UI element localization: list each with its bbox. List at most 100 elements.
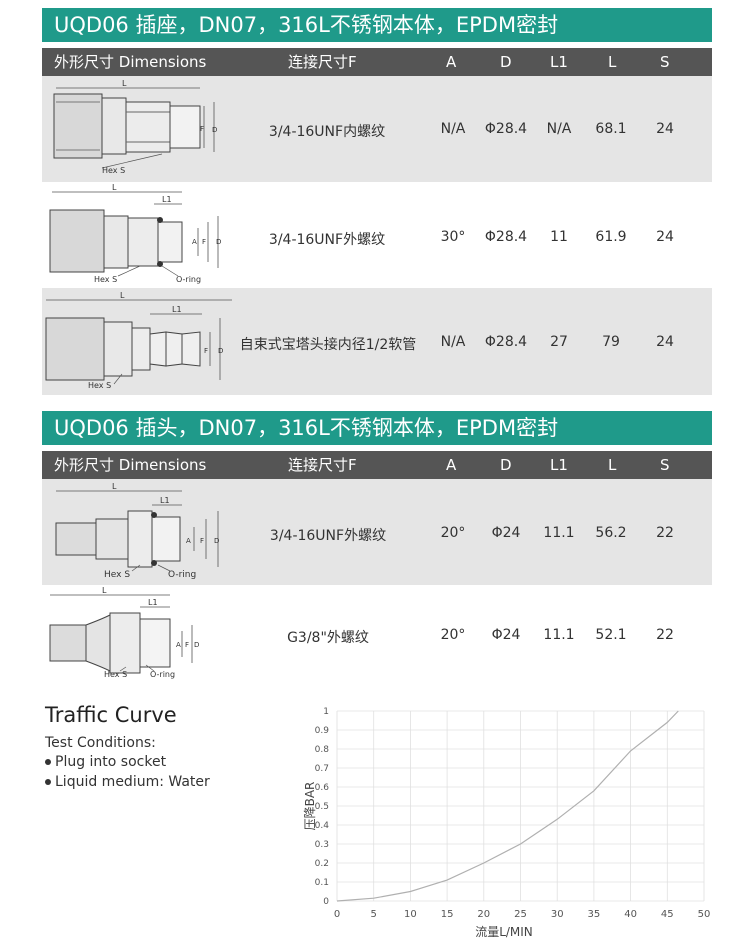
svg-text:L1: L1	[172, 305, 182, 314]
cell-s: 22	[656, 627, 674, 643]
svg-text:L: L	[102, 586, 107, 595]
bullet-icon	[45, 779, 51, 785]
svg-text:A: A	[186, 537, 191, 545]
socket-external-thread-diagram: L L1 A F D Hex S O-ring	[49, 183, 221, 284]
header-dimensions: 外形尺寸 Dimensions	[54, 53, 207, 71]
cell-d: Φ28.4	[484, 334, 528, 350]
svg-text:F: F	[200, 537, 204, 545]
y-tick-label: 0.4	[315, 821, 330, 831]
header-l: L	[608, 53, 617, 71]
plug-g-thread-diagram: L L1 A F D Hex S O-ring	[49, 586, 199, 679]
cell-l: 68.1	[595, 121, 627, 137]
y-tick-label: 0.9	[315, 726, 330, 736]
header-dimensions: 外形尺寸 Dimensions	[54, 456, 207, 474]
x-tick-label: 5	[371, 909, 377, 920]
cell-l1: N/A	[546, 121, 572, 137]
svg-text:D: D	[216, 238, 221, 246]
bullet-icon	[45, 759, 51, 765]
conditions-label: Test Conditions:	[45, 735, 156, 751]
y-tick-label: 0.8	[315, 745, 330, 755]
y-tick-label: 0.5	[315, 802, 329, 812]
cell-l1: 11	[550, 229, 568, 245]
y-tick-label: 0.2	[315, 859, 329, 869]
section2-title: UQD06 插头，DN07，316L不锈钢本体，EPDM密封	[42, 411, 712, 445]
header-f: 连接尺寸F	[288, 456, 357, 474]
svg-text:L: L	[112, 482, 117, 491]
x-tick-label: 15	[441, 909, 454, 920]
svg-text:D: D	[214, 537, 219, 545]
section1-header: 外形尺寸 Dimensions 连接尺寸F A D L1 L S	[42, 48, 712, 76]
cell-d: Φ28.4	[484, 121, 528, 137]
y-tick-label: 0	[323, 897, 329, 907]
header-f: 连接尺寸F	[288, 53, 357, 71]
y-tick-label: 0.7	[315, 764, 329, 774]
x-axis-label: 流量L/MIN	[475, 925, 533, 939]
svg-text:A: A	[176, 641, 181, 649]
svg-text:F: F	[202, 238, 206, 246]
x-tick-label: 40	[624, 909, 637, 920]
cell-s: 24	[656, 229, 674, 245]
socket-hose-barb-diagram: L L1 F D Hex S	[45, 291, 232, 390]
cell-s: 24	[656, 121, 674, 137]
cell-d: Φ28.4	[484, 229, 528, 245]
cell-f: G3/8"外螺纹	[287, 630, 369, 646]
section1-title: UQD06 插座，DN07，316L不锈钢本体，EPDM密封	[42, 8, 712, 42]
cell-f: 自束式宝塔头接内径1/2软管	[239, 337, 417, 353]
svg-text:L1: L1	[148, 598, 158, 607]
condition-item: Liquid medium: Water	[45, 774, 210, 790]
y-tick-label: 0.1	[315, 878, 329, 888]
cell-l1: 27	[550, 334, 568, 350]
x-tick-label: 50	[698, 909, 711, 920]
svg-text:O-ring: O-ring	[176, 275, 201, 284]
header-d: D	[500, 456, 512, 474]
cell-l: 79	[602, 334, 620, 350]
svg-text:Hex S: Hex S	[104, 570, 130, 580]
header-l1: L1	[550, 456, 568, 474]
svg-text:Hex S: Hex S	[104, 670, 127, 679]
table-row: L L1 A F D Hex S O-ring 3/4-16UNF外螺纹 20°…	[42, 479, 712, 585]
header-a: A	[446, 53, 457, 71]
y-tick-label: 0.3	[315, 840, 329, 850]
section2-header: 外形尺寸 Dimensions 连接尺寸F A D L1 L S	[42, 451, 712, 479]
series-line	[336, 710, 679, 902]
condition-item: Plug into socket	[45, 754, 166, 770]
svg-text:O-ring: O-ring	[150, 670, 175, 679]
svg-text:L1: L1	[160, 496, 170, 505]
cell-a: N/A	[440, 334, 466, 350]
svg-text:D: D	[212, 126, 217, 134]
y-tick-label: 0.6	[315, 783, 330, 793]
x-tick-label: 35	[588, 909, 601, 920]
table-row: L F D Hex S 3/4-16UNF内螺纹 N/A Φ28.4 N/A 6…	[42, 76, 712, 182]
x-tick-label: 45	[661, 909, 674, 920]
svg-text:Hex S: Hex S	[94, 275, 117, 284]
cell-s: 22	[656, 525, 674, 541]
curve-title: Traffic Curve	[45, 703, 177, 727]
socket-internal-thread-diagram: L F D Hex S	[53, 79, 217, 175]
x-tick-label: 10	[404, 909, 417, 920]
header-s: S	[660, 53, 670, 71]
svg-text:A: A	[192, 238, 197, 246]
header-d: D	[500, 53, 512, 71]
table-row: L L1 A F D Hex S O-ring 3/4-16UNF外螺纹 30°…	[42, 182, 712, 288]
svg-text:Hex S: Hex S	[88, 381, 111, 390]
plug-unf-diagram: L L1 A F D Hex S O-ring	[55, 482, 219, 580]
svg-text:L: L	[120, 291, 125, 300]
table-row: L L1 A F D Hex S O-ring G3/8"外螺纹 20° Φ24…	[42, 585, 712, 687]
x-tick-label: 30	[551, 909, 564, 920]
svg-text:O-ring: O-ring	[168, 570, 196, 580]
cell-f: 3/4-16UNF外螺纹	[268, 232, 386, 248]
svg-text:L: L	[112, 183, 117, 192]
cell-l: 56.2	[595, 525, 627, 541]
svg-text:D: D	[194, 641, 199, 649]
header-a: A	[446, 456, 457, 474]
cell-f: 3/4-16UNF内螺纹	[268, 124, 386, 140]
cell-a: 30°	[440, 229, 466, 245]
x-tick-label: 20	[477, 909, 490, 920]
cell-a: 20°	[440, 627, 466, 643]
svg-text:F: F	[204, 347, 208, 355]
header-l: L	[608, 456, 617, 474]
svg-text:F: F	[200, 125, 204, 133]
header-l1: L1	[550, 53, 568, 71]
cell-d: Φ24	[491, 627, 521, 643]
